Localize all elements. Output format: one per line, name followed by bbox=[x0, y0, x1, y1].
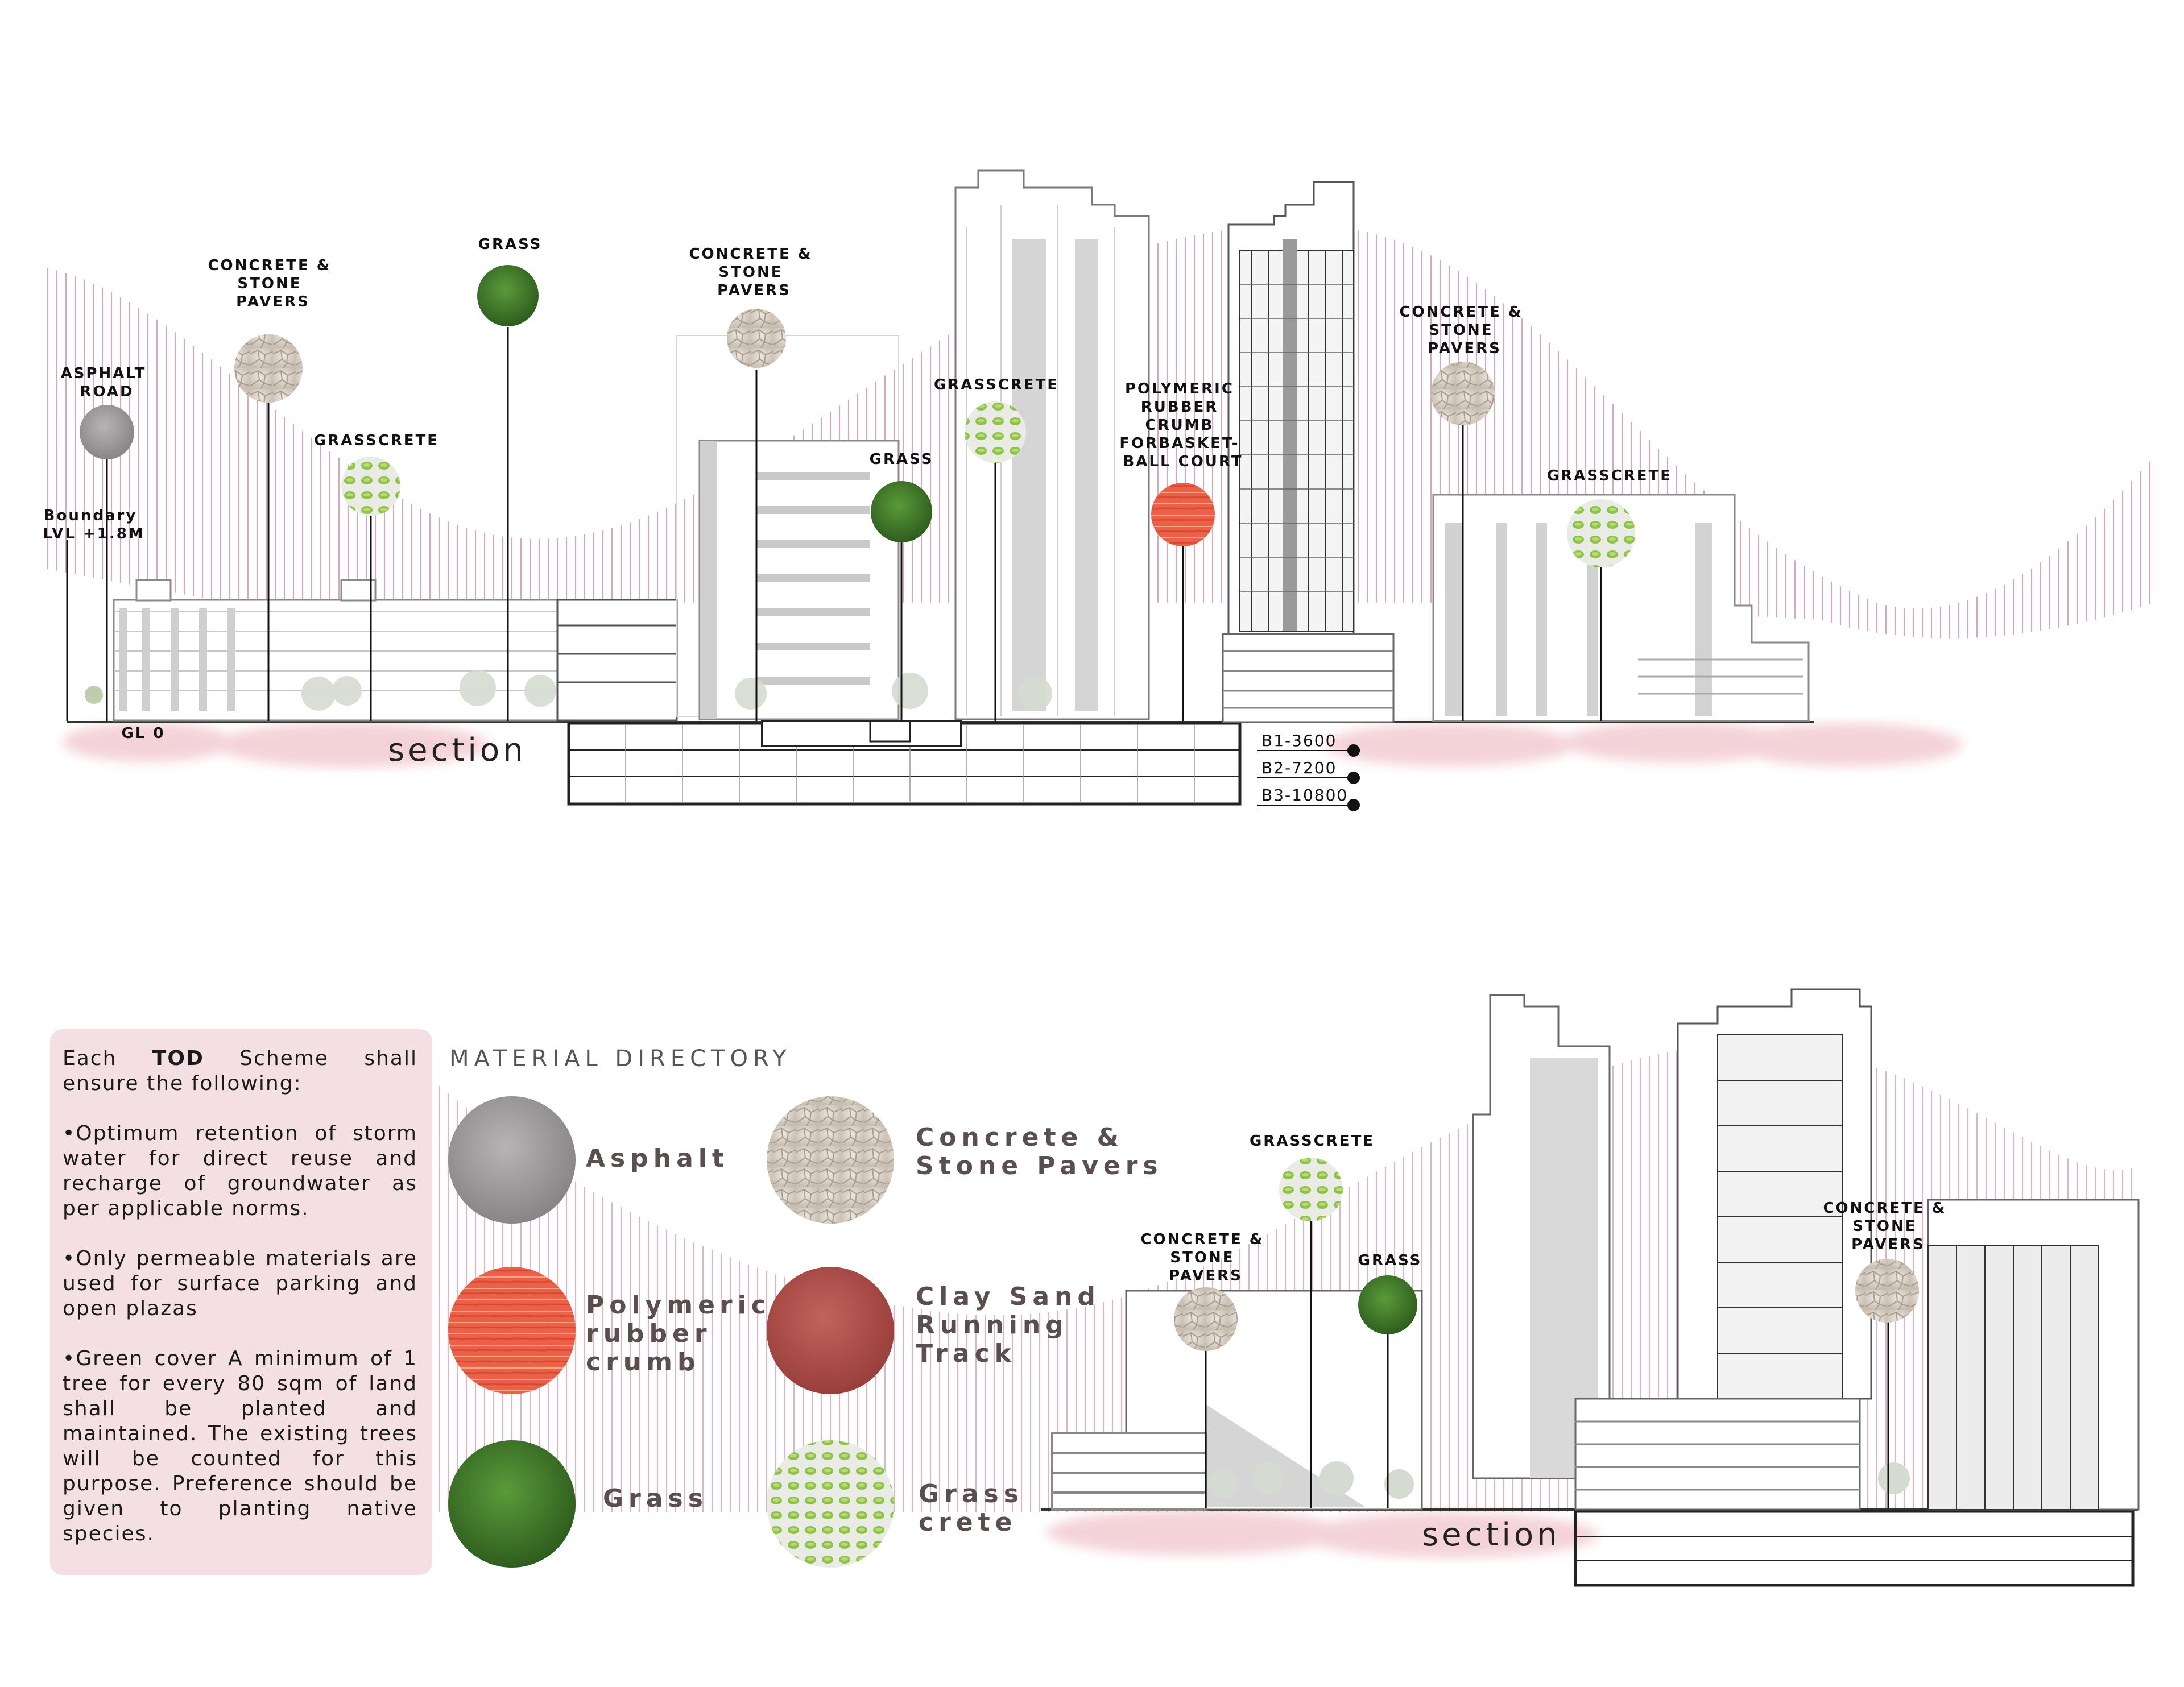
note-tod-term: TOD bbox=[152, 1047, 204, 1070]
top-ground-mist bbox=[63, 722, 1962, 768]
directory-grasscrete: Grass crete bbox=[767, 1440, 1037, 1568]
tod-requirements-note: Each TOD Scheme shall ensure the followi… bbox=[50, 1029, 432, 1575]
basement-markers bbox=[1257, 744, 1360, 811]
label-ground-level: GL 0 bbox=[121, 725, 165, 742]
directory-rubber: Polymeric rubber crumb bbox=[448, 1267, 785, 1394]
grass-swatch-top-1 bbox=[477, 265, 539, 326]
bottom-ground-mist bbox=[1046, 1510, 1598, 1558]
top-lowrise-right-wing bbox=[556, 599, 678, 722]
grasscrete-swatch-top-3 bbox=[1567, 499, 1635, 567]
asphalt-swatch-top bbox=[80, 405, 134, 459]
grasscrete-swatch-top-2 bbox=[965, 401, 1026, 463]
svg-text:Concrete & Stone Pavers: Concrete & Stone Pavers bbox=[916, 1123, 1163, 1180]
bottom-right-glass-block bbox=[1927, 1199, 2140, 1511]
label-concrete-pavers-3: CONCRETE & STONE PAVERS bbox=[1399, 304, 1529, 357]
pavers-swatch-bottom-1 bbox=[1174, 1287, 1238, 1351]
label-grass-2: GRASS bbox=[870, 451, 934, 468]
bottom-basement-levels bbox=[1574, 1510, 2135, 1587]
basement-b2: B2-7200 bbox=[1261, 758, 1337, 777]
bottom-tall-tower bbox=[1472, 994, 1611, 1479]
label-grasscrete-3: GRASSCRETE bbox=[1547, 467, 1672, 484]
svg-text:Grass crete: Grass crete bbox=[919, 1479, 1037, 1537]
svg-text:Polymeric rubber c: Polymeric rubber crumb bbox=[586, 1291, 785, 1377]
top-basement-levels bbox=[567, 720, 1242, 806]
note-point-green-cover: •Green cover A minimum of 1 tree for eve… bbox=[63, 1347, 417, 1545]
directory-asphalt: Asphalt bbox=[448, 1096, 729, 1224]
note-point-storm-water: •Optimum retention of storm water for di… bbox=[63, 1122, 417, 1220]
label-concrete-pavers-1: CONCRETE & STONE PAVERS bbox=[208, 257, 338, 310]
basement-b1: B1-3600 bbox=[1261, 731, 1337, 750]
svg-text:Grass: Grass bbox=[603, 1484, 708, 1513]
pavers-swatch-top-2 bbox=[727, 309, 786, 368]
bottom-glass-tower bbox=[1574, 988, 1872, 1511]
label-grass-1: GRASS bbox=[478, 236, 543, 253]
label-grasscrete-1: GRASSCRETE bbox=[314, 432, 439, 449]
material-directory-title: MATERIAL DIRECTORY bbox=[449, 1046, 792, 1072]
basement-b3: B3-10800 bbox=[1261, 786, 1348, 805]
pavers-swatch-bottom-2 bbox=[1855, 1259, 1919, 1323]
top-section-title: section bbox=[388, 732, 527, 769]
top-glass-tower bbox=[1222, 181, 1395, 723]
grasscrete-swatch-bottom bbox=[1279, 1158, 1343, 1221]
top-tall-tower bbox=[954, 169, 1150, 720]
bottom-trees bbox=[1208, 1461, 1910, 1499]
label-grasscrete-2: GRASSCRETE bbox=[934, 376, 1059, 393]
label-bottom-grasscrete: GRASSCRETE bbox=[1250, 1133, 1375, 1150]
label-bottom-concrete-pavers-2: CONCRETE & STONE PAVERS bbox=[1823, 1200, 1953, 1253]
top-midrise-building bbox=[676, 335, 900, 720]
svg-text:Clay Sand Running: Clay Sand Running Track bbox=[916, 1282, 1114, 1368]
label-boundary: Boundary LVL +1.8M bbox=[43, 507, 144, 542]
grasscrete-swatch-top-1 bbox=[341, 457, 400, 516]
pavers-swatch-top-3 bbox=[1431, 362, 1495, 425]
label-concrete-pavers-2: CONCRETE & STONE PAVERS bbox=[689, 246, 819, 299]
grass-swatch-bottom bbox=[1358, 1275, 1417, 1334]
note-intro: Each TOD Scheme shall ensure the followi… bbox=[63, 1047, 418, 1095]
directory-grass: Grass bbox=[448, 1440, 708, 1568]
label-bottom-grass: GRASS bbox=[1358, 1252, 1422, 1269]
note-point-permeable: •Only permeable materials are used for s… bbox=[63, 1247, 417, 1320]
pavers-swatch-top-1 bbox=[234, 334, 303, 403]
label-asphalt-road: ASPHALT ROAD bbox=[61, 365, 154, 400]
directory-pavers: Concrete & Stone Pavers bbox=[767, 1096, 1163, 1224]
bottom-leader-lines bbox=[1205, 1217, 1889, 1508]
rubber-swatch-top bbox=[1151, 483, 1215, 546]
bottom-section-title: section bbox=[1422, 1516, 1561, 1553]
directory-clay: Clay Sand Running Track bbox=[767, 1267, 1114, 1394]
top-leader-lines bbox=[66, 327, 1602, 721]
grass-swatch-top-2 bbox=[871, 481, 932, 542]
svg-text:Asphalt: Asphalt bbox=[586, 1144, 729, 1173]
top-right-block bbox=[1432, 494, 1810, 722]
label-polymeric-rubber: POLYMERIC RUBBER CRUMB FORBASKET- BALL C… bbox=[1119, 380, 1246, 470]
label-bottom-concrete-pavers-1: CONCRETE & STONE PAVERS bbox=[1140, 1231, 1271, 1284]
